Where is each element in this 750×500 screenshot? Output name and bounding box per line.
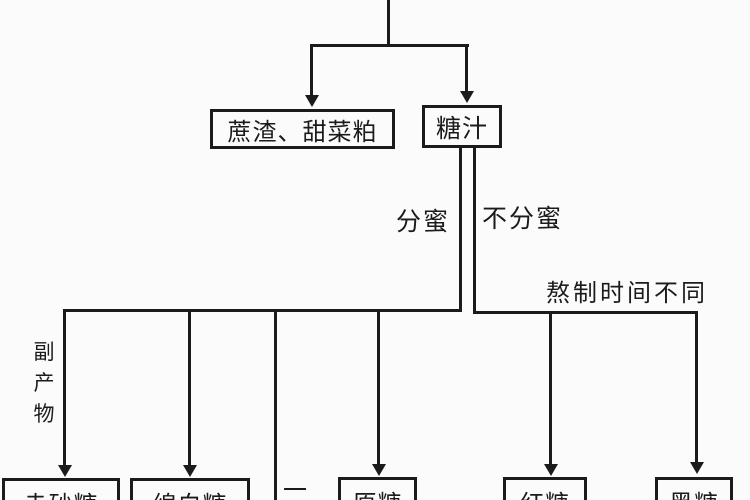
connector-to-brown-sugar-vline [549,311,552,466]
arrowhead-down-icon [58,465,72,477]
node-red-granulated-sugar: 赤砂糖 [2,478,120,500]
connector-root-vline [387,0,390,46]
connector-left-rail-hline [64,309,462,312]
connector-to-red-granulated-vline [63,309,66,467]
node-black-sugar: 黑糖 [655,477,733,500]
connector-to-black-sugar-vline [695,311,698,464]
node-raw-sugar-label: 原糖 [353,480,403,500]
connector-right-rail-hline [473,311,698,314]
connector-not-separated-vline [473,147,476,313]
label-molasses-separated: 分蜜 [396,207,451,236]
connector-offscreen-vline [274,309,277,500]
node-bagasse-beet-pulp: 蔗渣、甜菜粕 [210,109,395,149]
arrowhead-down-icon [305,95,319,107]
node-soft-white-sugar-label: 绵白糖 [153,481,228,500]
node-brown-sugar: 红糖 [503,477,587,500]
arrowhead-down-icon [690,462,704,474]
label-boiling-time: 熬制时间不同 [546,279,708,307]
arrowhead-down-icon [372,464,386,476]
arrowhead-down-icon [544,464,558,476]
node-black-sugar-label: 黑糖 [669,480,719,500]
node-bagasse-beet-pulp-label: 蔗渣、甜菜粕 [227,117,378,146]
label-tick: 一 [283,476,307,500]
arrowhead-down-icon [460,91,474,103]
connector-to-bagasse-vline [310,44,313,97]
label-molasses-not-separated: 不分蜜 [482,204,564,233]
node-red-granulated-sugar-label: 赤砂糖 [24,481,99,500]
arrowhead-down-icon [183,465,197,477]
node-soft-white-sugar: 绵白糖 [130,478,250,500]
node-raw-sugar: 原糖 [338,477,417,500]
node-sugar-juice-label: 糖汁 [435,113,488,143]
connector-to-juice-vline [465,44,468,93]
connector-to-raw-sugar-vline [377,309,380,466]
node-brown-sugar-label: 红糖 [520,480,570,500]
connector-top-split-hline [310,44,469,47]
label-byproduct: 副产物 [33,340,55,426]
node-sugar-juice: 糖汁 [422,105,502,148]
connector-to-soft-white-vline [188,309,191,467]
connector-separated-vline [459,147,462,311]
